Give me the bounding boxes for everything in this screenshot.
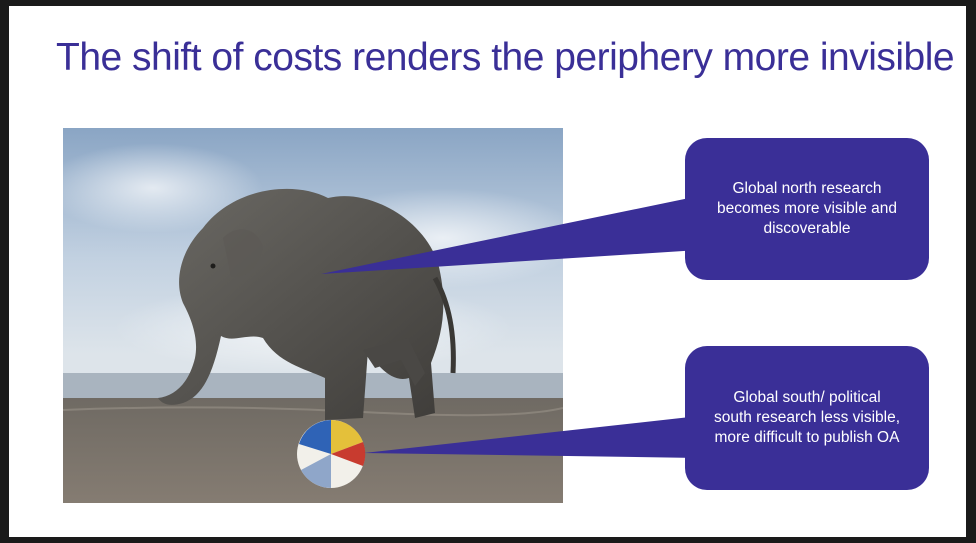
beach-ball-shape [297,419,366,488]
callout-global-south-text: Global south/ political south research l… [713,389,901,446]
callout-global-south: Global south/ political south research l… [685,346,929,490]
callout-global-north-text: Global north research becomes more visib… [716,180,898,237]
slide: The shift of costs renders the periphery… [9,6,966,537]
slide-title: The shift of costs renders the periphery… [56,36,955,79]
callout-global-north: Global north research becomes more visib… [685,138,929,280]
elephant-on-ball-image [63,128,563,503]
